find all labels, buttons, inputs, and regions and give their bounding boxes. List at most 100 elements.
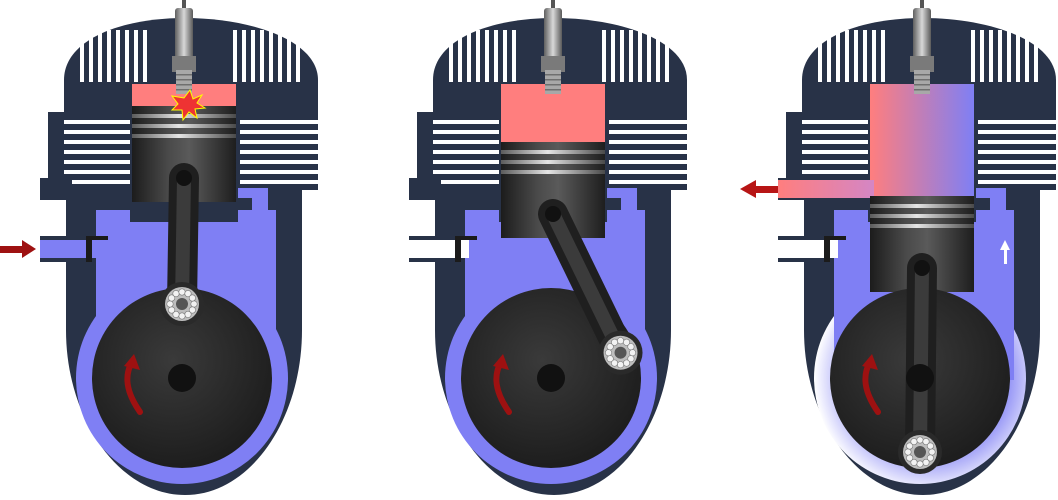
spark-plug-hex (172, 56, 196, 72)
cooling-fin-slot (449, 30, 453, 82)
side-fin-left (802, 120, 868, 124)
cooling-fin-slot (602, 30, 606, 82)
side-fin-left (433, 160, 499, 164)
bearing-hub (914, 446, 926, 458)
side-fin-left (433, 130, 499, 134)
reed-valve-petal (92, 236, 108, 240)
transfer-passage-duct (976, 188, 1006, 300)
side-fin-left (802, 140, 868, 144)
thread-line (914, 74, 930, 76)
thread-line (176, 84, 192, 86)
bearing-ball (617, 361, 625, 369)
side-fin-left (433, 170, 499, 174)
cooling-fin-slot (836, 30, 840, 82)
side-fin-right (609, 150, 687, 154)
side-fin-right (609, 180, 687, 184)
combustion-chamber (132, 84, 236, 106)
reed-valve (824, 236, 830, 262)
cooling-fin-slot (1034, 30, 1038, 82)
cooling-fin-slot (638, 30, 642, 82)
thread-line (545, 84, 561, 86)
transfer-passage-duct (607, 188, 637, 300)
intake-channel (778, 240, 838, 258)
big-end-bearing (160, 282, 204, 326)
side-fin-right (240, 120, 318, 124)
cooling-fin-slot (476, 30, 480, 82)
bearing-ball (168, 294, 176, 302)
bearing-ball (188, 294, 196, 302)
spark-plug-insulator (175, 8, 193, 64)
piston-ring (132, 134, 236, 138)
cooling-fin-slot (251, 30, 255, 82)
side-fin-left (64, 150, 130, 154)
cooling-fin-slot (647, 30, 651, 82)
spark-icon (170, 88, 207, 122)
thread-line (545, 79, 561, 81)
side-fin-right (978, 140, 1056, 144)
reed-valve-petal (461, 236, 477, 240)
piston-ring (501, 160, 605, 164)
cooling-fin-slot (980, 30, 984, 82)
bearing-ball (166, 300, 174, 308)
crankshaft-main (168, 364, 196, 392)
side-fin-right (609, 170, 687, 174)
big-end-bearing (898, 430, 942, 474)
flow-arrow-icon-exhaust-head (740, 180, 756, 198)
side-fin-left (433, 140, 499, 144)
side-fin-left (802, 170, 868, 174)
crankshaft-main (906, 364, 934, 392)
cooling-fin-slot (1025, 30, 1029, 82)
bearing-ball (188, 306, 196, 314)
side-fin-right (609, 130, 687, 134)
bearing-ball (926, 454, 934, 462)
bearing-ball (611, 359, 619, 367)
spark-plug-terminal (551, 0, 555, 10)
side-fin-left (64, 160, 130, 164)
bearing-ball (611, 338, 619, 346)
cooling-fin-slot (971, 30, 975, 82)
spark-plug-hex (910, 56, 934, 72)
cooling-fin-slot (854, 30, 858, 82)
bearing-ball (178, 312, 186, 320)
bearing-ball (617, 337, 625, 345)
cooling-fin-slot (260, 30, 264, 82)
bearing-ball (904, 448, 912, 456)
cooling-fin-slot (233, 30, 237, 82)
side-fin-right (609, 120, 687, 124)
rotation-arrow-icon-head (124, 354, 140, 370)
spark-plug-hex (541, 56, 565, 72)
side-fin-left (64, 170, 130, 174)
bearing-ball (906, 454, 914, 462)
cooling-fin-slot (116, 30, 120, 82)
cooling-fin-slot (989, 30, 993, 82)
transfer-passage (976, 188, 1006, 300)
side-fin-right (978, 180, 1056, 184)
cooling-fin-slot (503, 30, 507, 82)
cooling-fin-slot (80, 30, 84, 82)
crankshaft-main (537, 364, 565, 392)
spark-plug-terminal (920, 0, 924, 10)
side-fin-right (978, 150, 1056, 154)
cooling-fin-slot (818, 30, 822, 82)
cooling-fin-slot (512, 30, 516, 82)
flow-arrow-icon-intake (0, 246, 24, 253)
bearing-ball (926, 442, 934, 450)
cooling-fin-slot (89, 30, 93, 82)
bearing-ball (928, 448, 936, 456)
piston-ring (870, 204, 974, 208)
side-fin-left (64, 120, 130, 124)
cooling-fin-slot (98, 30, 102, 82)
bearing-ball (910, 438, 918, 446)
cooling-fin-slot (296, 30, 300, 82)
cooling-fin-slot (629, 30, 633, 82)
engine-panel-1 (0, 0, 318, 495)
bearing-ball (172, 310, 180, 318)
bearing-ball (606, 343, 614, 351)
intake-channel (409, 240, 469, 258)
piston-ring (132, 124, 236, 128)
spark-plug-icon (172, 0, 196, 94)
cooling-fin-slot (287, 30, 291, 82)
spark-plug-icon (910, 0, 934, 94)
cooling-fin-slot (485, 30, 489, 82)
bearing-ball (184, 290, 192, 298)
